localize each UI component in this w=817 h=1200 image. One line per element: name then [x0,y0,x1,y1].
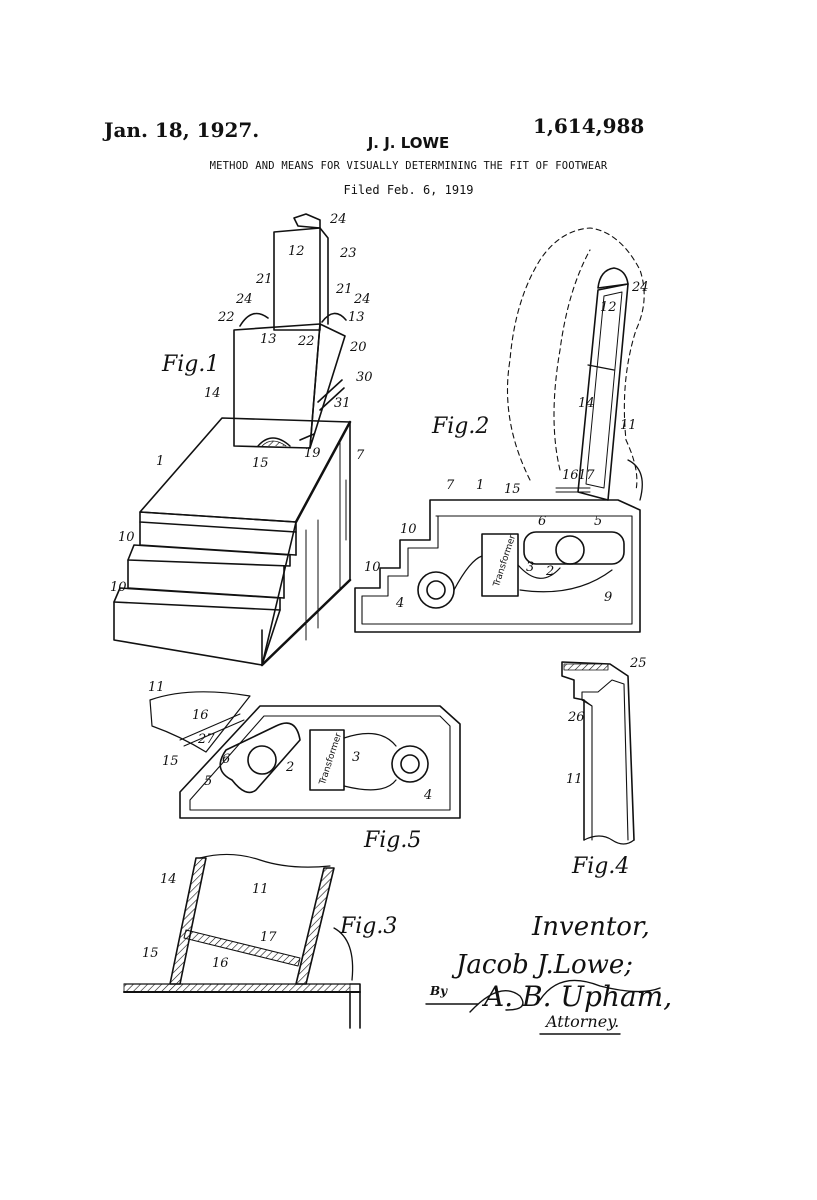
patent-date: Jan. 18, 1927. [104,118,260,142]
ref-numeral: 3 [526,560,535,575]
ref-numeral: 2 [546,564,555,579]
fig4-label: Fig.4 [572,854,630,879]
ref-numeral: 12 [600,300,617,315]
ref-numeral: 17 [578,468,595,483]
ref-numeral: 20 [350,340,367,355]
ref-numeral: 13 [260,332,277,347]
filed-date: Filed Feb. 6, 1919 [343,183,474,197]
ref-numeral: 22 [218,310,235,325]
ref-numeral: 24 [354,292,371,307]
ref-numeral: 10 [400,522,417,537]
ref-numeral: 16 [192,708,209,723]
fig3-label: Fig.3 [340,914,398,939]
signature-strokes [425,979,661,1035]
ref-numeral: 17 [260,930,277,945]
patent-title: METHOD AND MEANS FOR VISUALLY DETERMININ… [209,160,608,172]
attorney-signature: A. B. Upham, [484,980,673,1013]
ref-numeral: 15 [162,754,179,769]
fig3-left-wall [169,857,207,985]
ref-numeral: 16 [562,468,579,483]
ref-numeral: 11 [566,772,583,787]
ref-numeral: 15 [504,482,521,497]
figure-5-drawing [149,691,461,819]
figure-4-drawing [561,661,635,845]
ref-numeral: 14 [578,396,595,411]
ref-numeral: 14 [160,872,177,887]
ref-numeral: 4 [396,596,405,611]
ref-numeral: 6 [222,752,231,767]
ref-numeral: 5 [204,774,213,789]
ref-numeral: 1 [156,454,165,469]
ref-numeral: 2 [286,760,295,775]
ref-numeral: 13 [348,310,365,325]
attorney-caption: Attorney. [546,1012,620,1031]
ref-numeral: 11 [252,882,269,897]
ref-numeral: 10 [110,580,127,595]
ref-numeral: 24 [236,292,253,307]
fig1-stand-top [139,417,351,523]
ref-numeral: 30 [356,370,373,385]
ref-numeral: 14 [204,386,221,401]
fig4-section [561,661,635,841]
ref-numeral: 10 [118,530,135,545]
ref-numeral: 15 [142,946,159,961]
ref-numeral: 15 [252,456,269,471]
figure-2-drawing [354,227,645,633]
fig5-cabinet [179,705,461,819]
ref-numeral: 3 [352,750,361,765]
ref-numeral: 5 [594,514,603,529]
ref-numeral: 11 [620,418,637,433]
ref-numeral: 11 [148,680,165,695]
by-label: By [430,984,448,998]
ref-numeral: 9 [604,590,613,605]
figure-1-drawing [113,213,352,667]
inventor-name: Jacob J.Lowe; [456,950,634,980]
ref-numeral: 16 [212,956,229,971]
ref-numeral: 10 [364,560,381,575]
ref-numeral: 21 [256,272,273,287]
ref-numeral: 1 [476,478,485,493]
fig2-cabinet [354,499,641,633]
ref-numeral: 7 [356,448,365,463]
ref-numeral: 31 [334,396,351,411]
inventor-header: J. J. LOWE [367,134,450,152]
fig2-label: Fig.2 [432,414,490,439]
ref-numeral: 21 [336,282,353,297]
fig5-label: Fig.5 [364,828,422,853]
ref-numeral: 23 [340,246,357,261]
ref-numeral: 24 [330,212,347,227]
ref-numeral: 7 [446,478,455,493]
fig5-transformer [309,729,345,791]
ref-numeral: 25 [630,656,647,671]
ref-numeral: 19 [304,446,321,461]
ref-numeral: 12 [288,244,305,259]
ref-numeral: 27 [198,732,215,747]
ref-numeral: 24 [632,280,649,295]
inventor-caption: Inventor, [532,912,650,942]
ref-numeral: 22 [298,334,315,349]
ref-numeral: 26 [568,710,585,725]
fig1-label: Fig.1 [162,352,220,377]
ref-numeral: 6 [538,514,547,529]
ref-numeral: 4 [424,788,433,803]
figure-3-drawing [123,853,361,1029]
patent-number: 1,614,988 [533,114,645,138]
